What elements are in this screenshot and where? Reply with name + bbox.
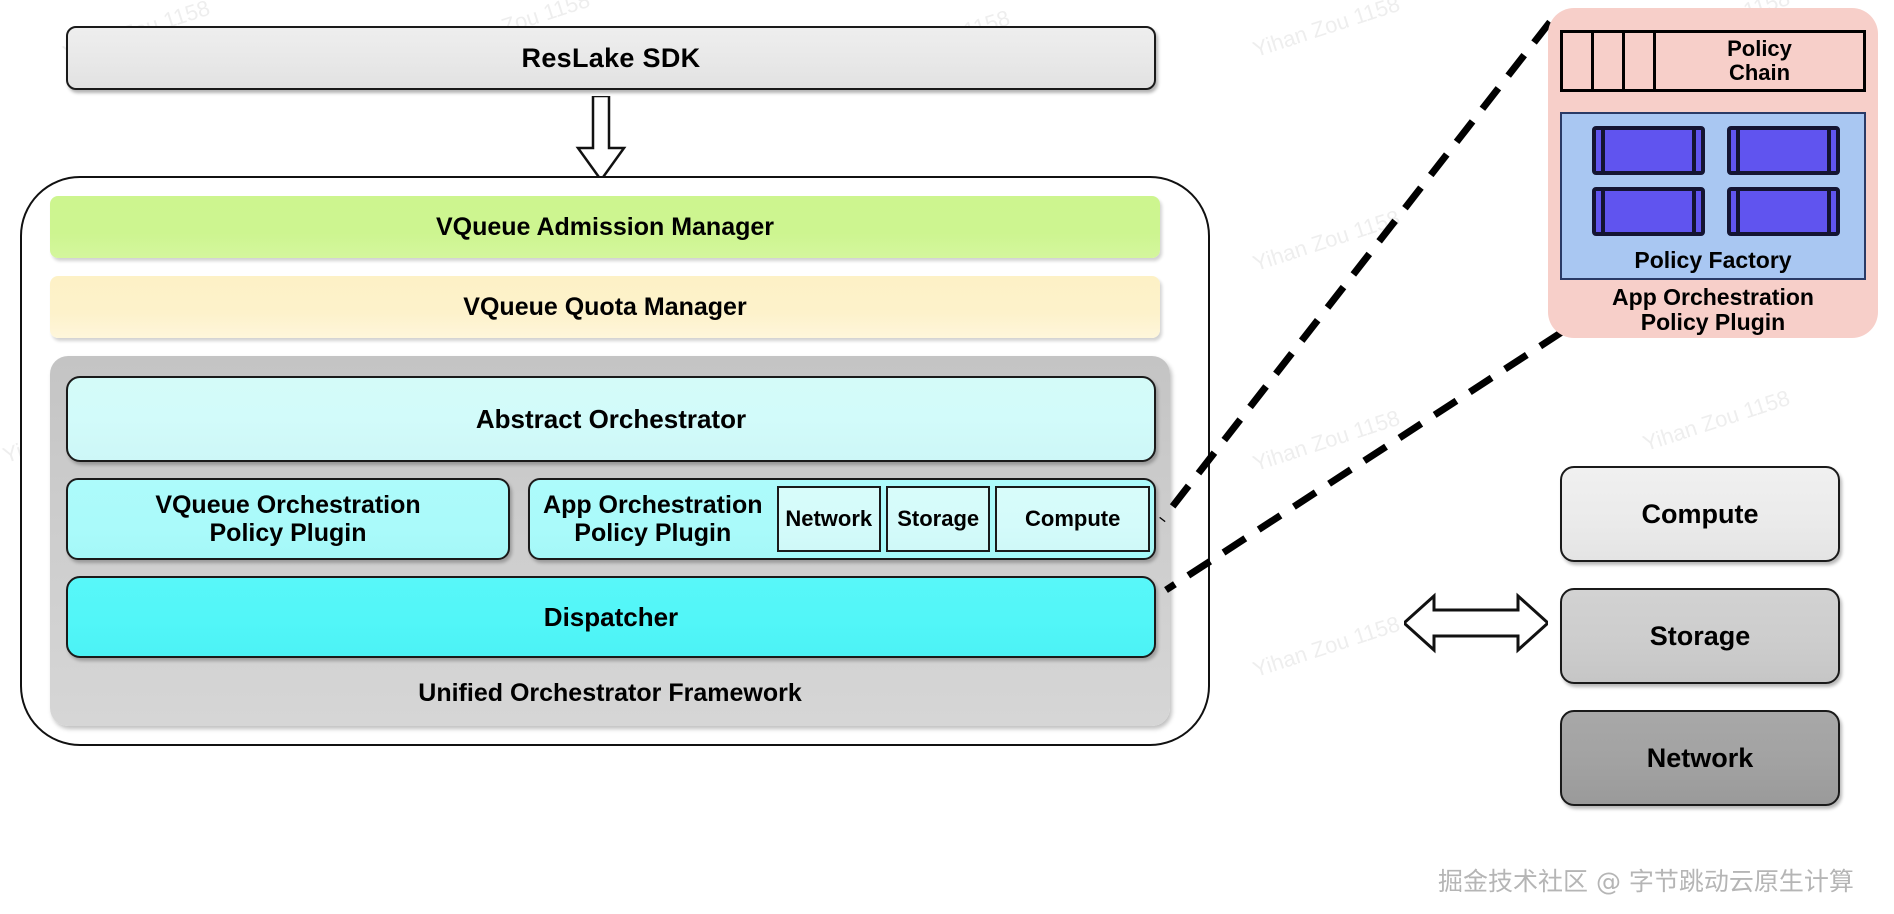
policy-module-3 <box>1592 187 1705 236</box>
resource-compute-label: Compute <box>1641 498 1759 529</box>
callout-caption-line2: Policy Plugin <box>1640 309 1786 335</box>
app-orchestration-policy-plugin: App Orchestration Policy Plugin Network … <box>528 478 1156 560</box>
watermark-text: Yihan Zou 1158 <box>1249 0 1403 63</box>
policy-chain-cell-1 <box>1563 33 1594 89</box>
policy-module-2 <box>1727 126 1840 175</box>
callout-caption-line1: App Orchestration <box>1612 283 1814 310</box>
app-plugin-title: App Orchestration Policy Plugin <box>534 491 772 547</box>
abstract-orchestrator-box: Abstract Orchestrator <box>66 376 1156 462</box>
vqueue-plugin-label-line2: Policy Plugin <box>209 519 367 547</box>
watermark-text: Yihan Zou 1158 <box>1249 205 1403 277</box>
plugin-chip-network: Network <box>776 486 881 552</box>
unified-framework-text: Unified Orchestrator Framework <box>418 678 802 707</box>
vqueue-quota-manager: VQueue Quota Manager <box>50 276 1160 338</box>
plugin-chip-storage: Storage <box>885 486 991 552</box>
watermark-text: Yihan Zou 1158 <box>1639 385 1793 457</box>
resource-box-compute: Compute <box>1560 466 1840 562</box>
resource-storage-label: Storage <box>1649 620 1751 651</box>
watermark-text: Yihan Zou 1158 <box>1249 611 1403 683</box>
policy-module-4 <box>1727 187 1840 236</box>
app-plugin-label-line2: Policy Plugin <box>574 519 732 547</box>
policy-chain-cell-2 <box>1594 33 1625 89</box>
down-arrow-icon <box>575 96 627 182</box>
vqueue-admission-manager: VQueue Admission Manager <box>50 196 1160 258</box>
policy-chain-box: Policy Chain <box>1560 30 1866 92</box>
resource-box-storage: Storage <box>1560 588 1840 684</box>
resource-network-label: Network <box>1646 742 1754 773</box>
policy-chain-label-line1: Policy <box>1727 36 1792 62</box>
plugin-chip-compute: Compute <box>995 486 1150 552</box>
policy-chain-label: Policy Chain <box>1656 33 1863 89</box>
resource-box-network: Network <box>1560 710 1840 806</box>
reslake-sdk-box: ResLake SDK <box>66 26 1156 90</box>
unified-orchestrator-framework-label: Unified Orchestrator Framework <box>50 672 1170 714</box>
watermark-text: Yihan Zou 1158 <box>1249 405 1403 477</box>
reslake-sdk-label: ResLake SDK <box>521 42 701 73</box>
dispatcher-label: Dispatcher <box>543 601 679 632</box>
policy-chain-label-line2: Chain <box>1728 60 1791 85</box>
policy-chain-cell-3 <box>1625 33 1656 89</box>
callout-caption: App Orchestration Policy Plugin <box>1548 280 1878 340</box>
policy-factory-box: Policy Factory <box>1560 112 1866 280</box>
bidirectional-arrow-icon <box>1404 592 1548 654</box>
policy-factory-label: Policy Factory <box>1634 247 1792 273</box>
vqueue-admission-manager-label: VQueue Admission Manager <box>435 212 775 241</box>
vqueue-orchestration-policy-plugin: VQueue Orchestration Policy Plugin <box>66 478 510 560</box>
dispatcher-box: Dispatcher <box>66 576 1156 658</box>
bottom-watermark: 掘金技术社区 @ 字节跳动云原生计算 <box>1438 867 1854 896</box>
app-plugin-label-line1: App Orchestration <box>543 491 763 519</box>
vqueue-quota-manager-label: VQueue Quota Manager <box>463 292 747 321</box>
policy-module-1 <box>1592 126 1705 175</box>
vqueue-plugin-label-line1: VQueue Orchestration <box>155 491 421 519</box>
abstract-orchestrator-label: Abstract Orchestrator <box>475 403 747 434</box>
policy-factory-module-grid <box>1592 126 1840 236</box>
